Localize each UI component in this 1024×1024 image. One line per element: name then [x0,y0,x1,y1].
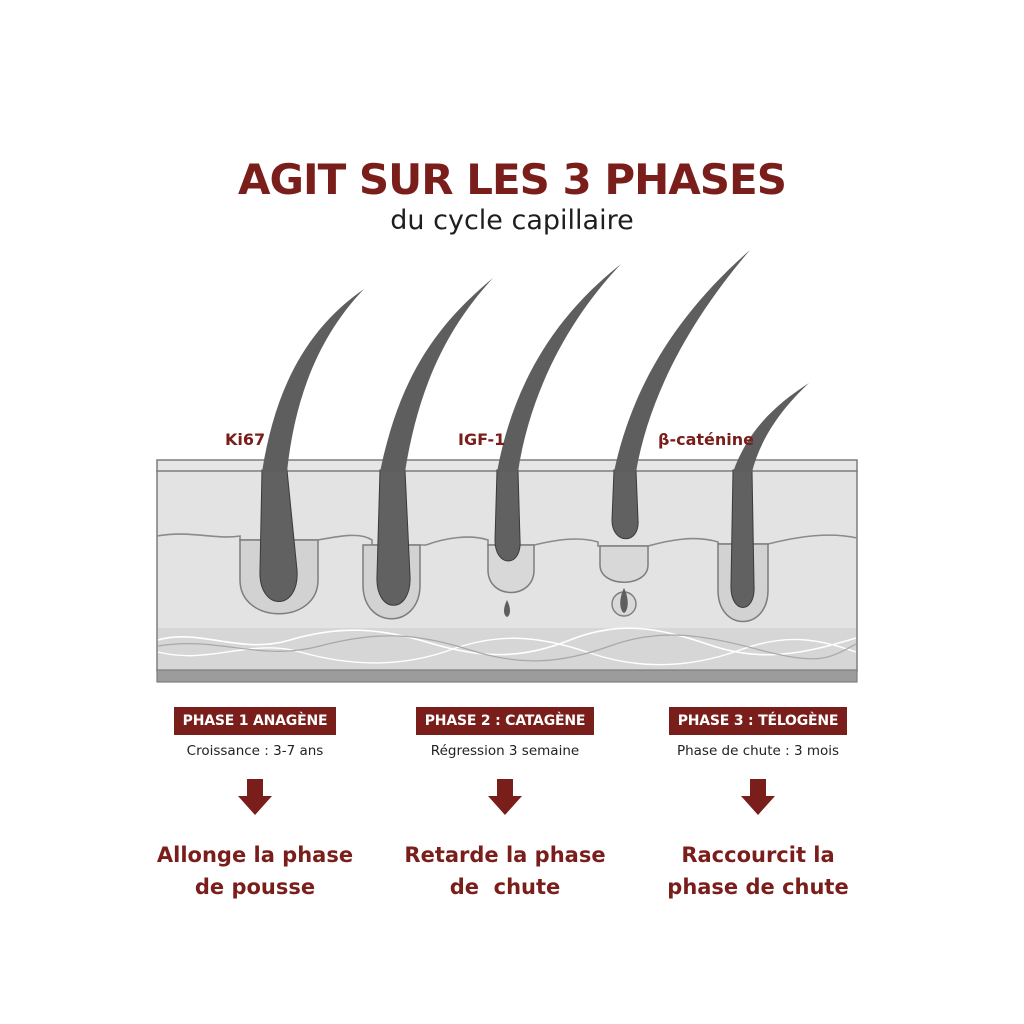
phase-description: Régression 3 semaine [430,743,580,759]
marker-beta-catenine: β-caténine [658,430,754,449]
hair-shaft-2 [380,278,493,472]
marker-igf1: IGF-1 [458,430,506,449]
phase-telogen: PHASE 3 : TÉLOGÈNE Phase de chute : 3 mo… [608,707,908,903]
page-subtitle: du cycle capillaire [390,205,634,236]
hair-shaft-3 [497,264,621,472]
hair-bulb-1 [259,469,298,602]
hair-bulb-5 [730,469,755,608]
fiber-line-3 [157,634,857,662]
papilla-drop-3 [504,600,510,617]
hair-shaft-5 [733,383,809,472]
phase-effect-line2: de chute [449,875,561,899]
hair-shaft-4 [614,250,750,472]
phase-effect: Raccourcit la phase de chute [608,839,908,903]
skin-base [156,669,858,683]
page-title: AGIT SUR LES 3 PHASES [238,155,787,204]
phase-description: Croissance : 3-7 ans [186,743,324,759]
lower-dermis [158,628,856,670]
marker-ki67: Ki67 [225,430,266,449]
phase-effect-line2: phase de chute [667,875,849,899]
phase-effect: Retarde la phase de chute [355,839,655,903]
follicle-sheath-4 [599,545,649,583]
fiber-line-1 [157,627,857,656]
phase-badge: PHASE 3 : TÉLOGÈNE [668,707,848,735]
phase-effect-line1: Raccourcit la [681,843,835,867]
hair-bulb-3 [494,469,521,562]
phase-effect-line1: Allonge la phase [156,843,354,867]
papilla-drop-4 [620,588,628,613]
phase-effect-line2: de pousse [194,875,316,899]
phase-effect-line1: Retarde la phase [404,843,606,867]
phase-anagen: PHASE 1 ANAGÈNE Croissance : 3-7 ans All… [105,707,405,903]
hair-bulb-2 [376,469,411,606]
phase-badge: PHASE 1 ANAGÈNE [173,707,337,735]
hair-bulb-4 [611,469,639,540]
phase-effect: Allonge la phase de pousse [105,839,405,903]
phase-description: Phase de chute : 3 mois [676,743,840,759]
phase-badge: PHASE 2 : CATAGÈNE [415,707,595,735]
hair-shaft-1 [262,289,364,472]
phase-catagen: PHASE 2 : CATAGÈNE Régression 3 semaine … [355,707,655,903]
